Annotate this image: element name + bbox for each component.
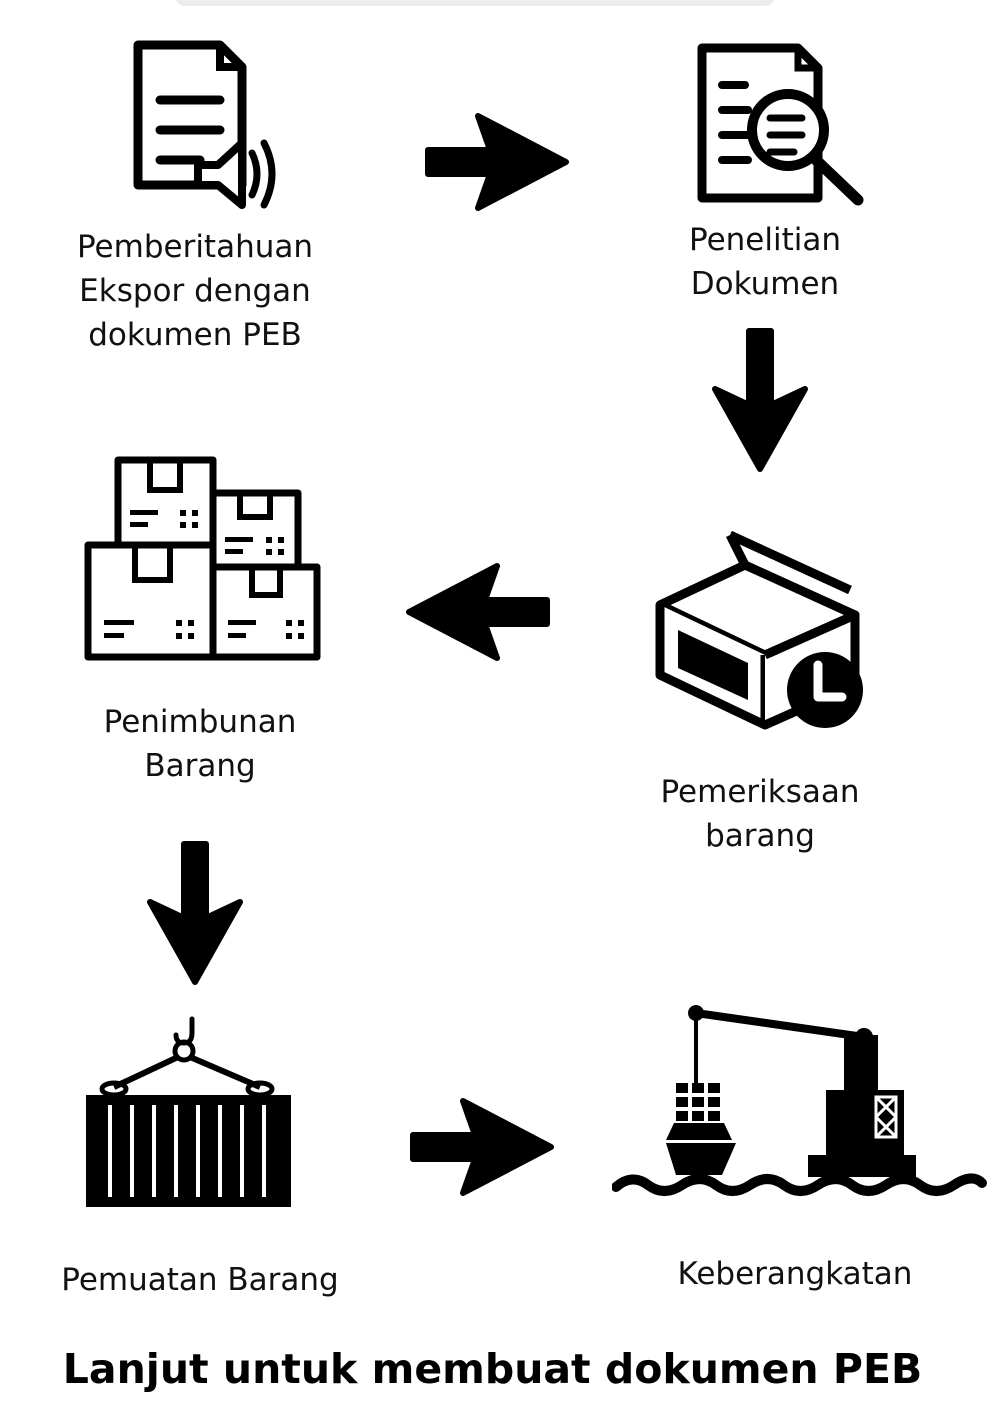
stacked-boxes-icon	[84, 456, 321, 661]
document-search-icon	[697, 43, 864, 206]
step-label-penelitian: Penelitian Dokumen	[688, 222, 842, 302]
footer-caption: Lanjut untuk membuat dokumen PEB	[62, 1345, 923, 1393]
arrow-right-icon	[425, 113, 569, 211]
step-label-pemberitahuan: Pemberitahuan Ekspor dengan dokumen PEB	[76, 229, 314, 353]
arrow-down-icon	[712, 328, 808, 472]
step-label-penimbunan: Penimbunan Barang	[103, 704, 297, 784]
step-label-keberangkatan: Keberangkatan	[677, 1256, 913, 1292]
container-crane-icon	[86, 1016, 291, 1207]
document-speaker-icon	[133, 40, 276, 209]
arrow-left-icon	[406, 563, 550, 661]
step-label-pemeriksaan: Pemeriksaan barang	[660, 774, 860, 854]
top-decor-bar	[175, 0, 775, 6]
step-label-pemuatan: Pemuatan Barang	[61, 1262, 339, 1298]
ship-port-icon	[612, 1005, 987, 1196]
box-clock-icon	[655, 530, 863, 730]
arrow-right-icon	[410, 1098, 554, 1196]
arrow-down-icon	[147, 841, 243, 985]
